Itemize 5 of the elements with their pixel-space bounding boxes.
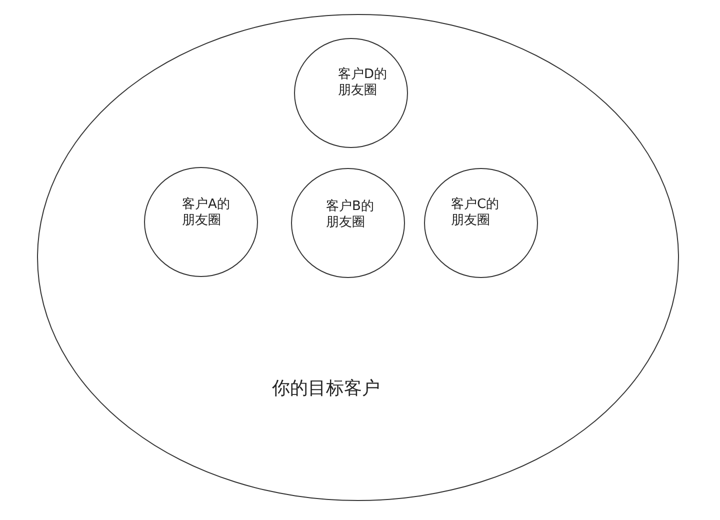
circle-label: 客户C的朋友圈 <box>451 197 500 229</box>
circle-label: 客户D的朋友圈 <box>338 67 388 99</box>
circle-label: 客户A的朋友圈 <box>182 197 231 229</box>
ellipse-label: 你的目标客户 <box>272 378 380 400</box>
circle-label: 客户B的朋友圈 <box>326 199 375 231</box>
